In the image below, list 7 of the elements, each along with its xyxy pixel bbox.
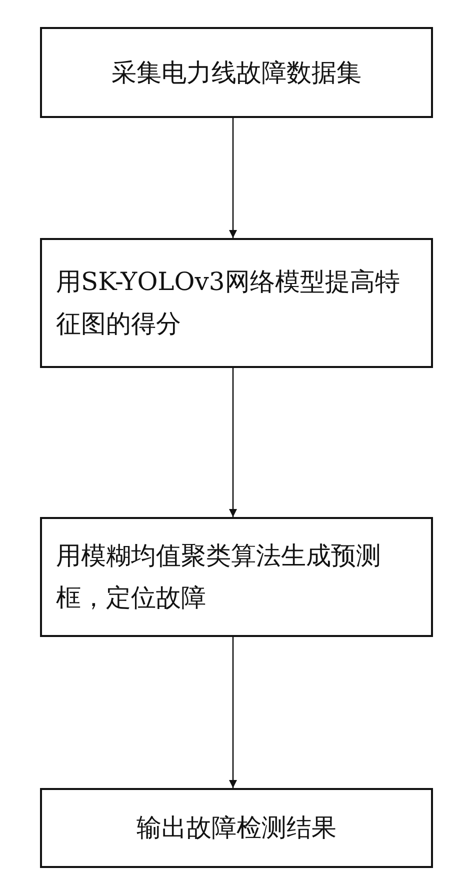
process-box: 用SK-YOLOv3网络模型提高特征图的得分 (40, 238, 433, 368)
arrow (229, 118, 237, 238)
arrow (229, 368, 237, 517)
process-box: 输出故障检测结果 (40, 788, 433, 868)
arrow (229, 637, 237, 788)
process-box: 用模糊均值聚类算法生成预测框，定位故障 (40, 517, 433, 637)
process-box: 采集电力线故障数据集 (40, 27, 433, 118)
